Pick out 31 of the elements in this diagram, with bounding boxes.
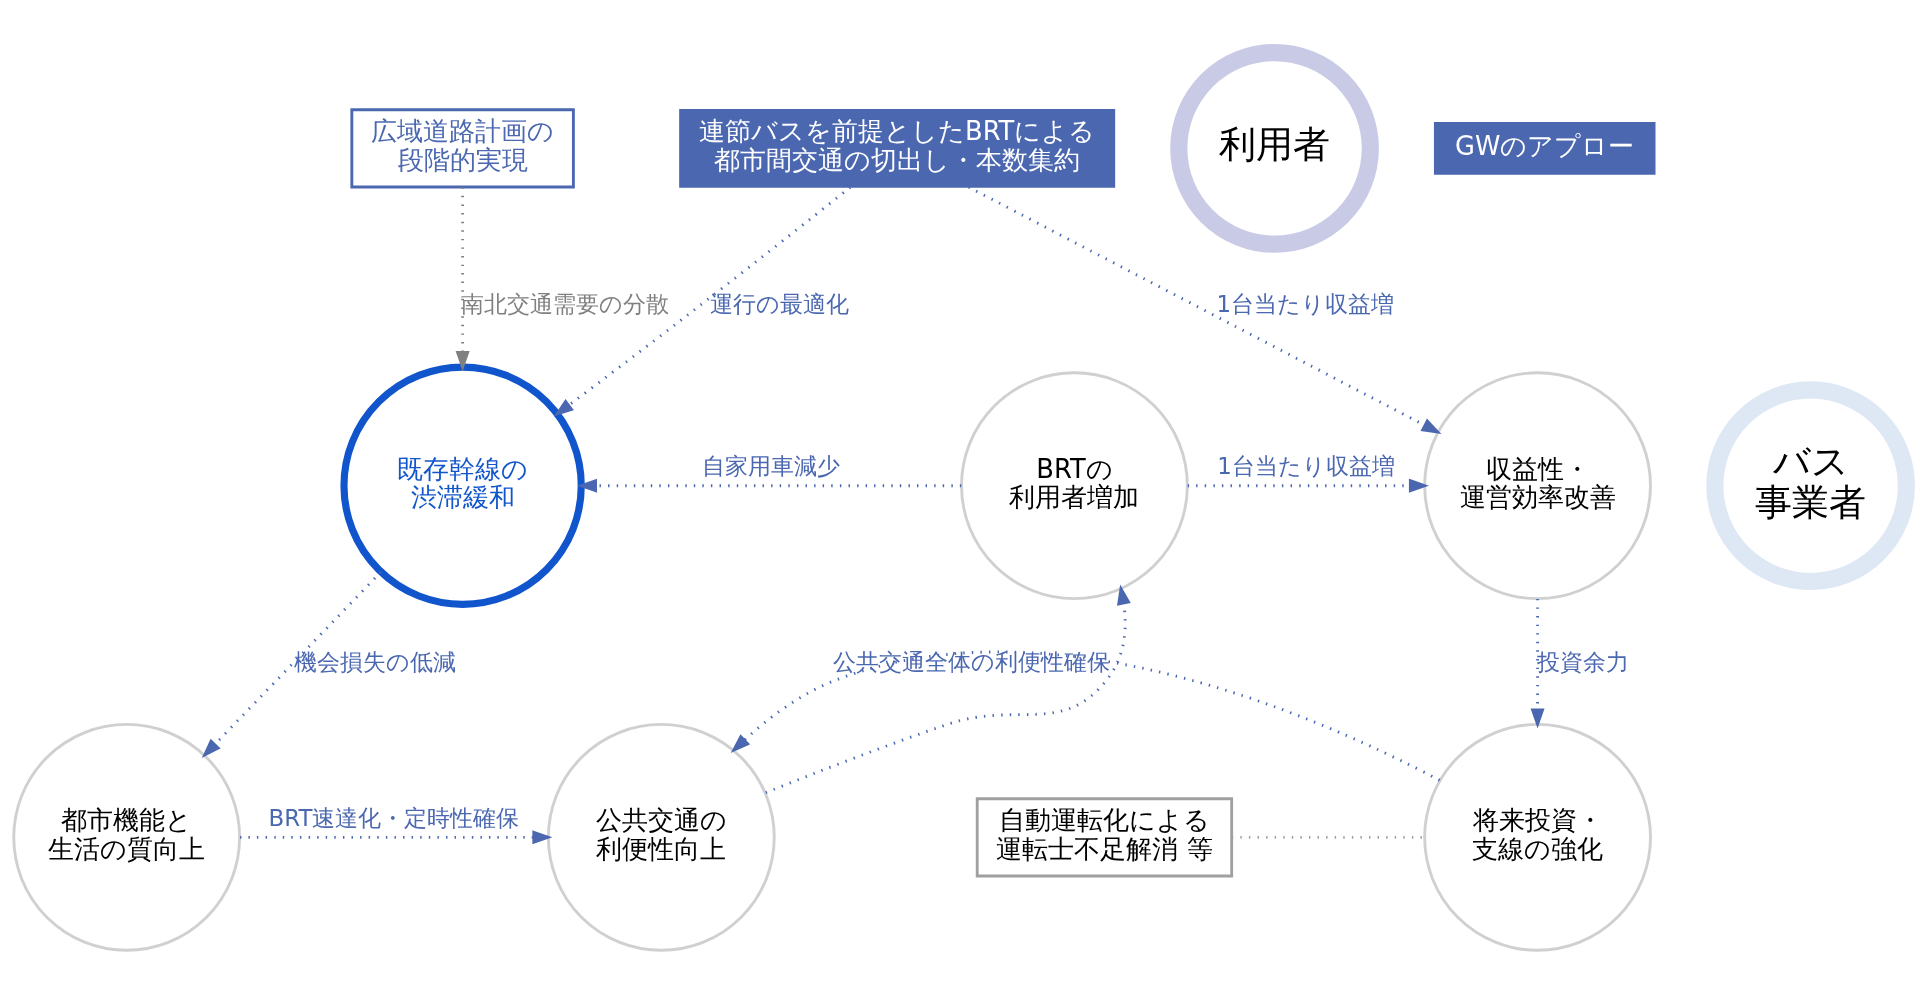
edge-label: 1台当たり収益増 — [1217, 452, 1395, 479]
edge-label: 自家用車減少 — [702, 452, 841, 479]
edge-label: 機会損失の低減 — [294, 648, 457, 675]
node-circle: 利用者 — [1170, 44, 1379, 253]
node-circle: 将来投資・支線の強化 — [1423, 723, 1652, 952]
label: GWのアプロー — [1455, 130, 1635, 161]
arrow — [1530, 598, 1545, 729]
arrow — [730, 650, 1441, 782]
arrow — [240, 830, 553, 845]
node-circle: 収益性・運営効率改善 — [1423, 371, 1652, 601]
node-circle: 公共交通の利便性向上 — [546, 723, 776, 952]
arrow — [201, 571, 382, 758]
node-circle: 既存幹線の渋滞緩和 — [340, 363, 585, 608]
arrow — [576, 478, 962, 493]
arrow — [553, 186, 852, 417]
edge-label: 公共交通全体の利便性確保 — [833, 648, 1111, 675]
arrow — [1187, 478, 1429, 493]
node-box: 広域道路計画の段階的実現 — [350, 108, 575, 189]
node-circle: 都市機能と生活の質向上 — [12, 723, 242, 952]
edge-label: 南北交通需要の分散 — [460, 291, 669, 318]
arrow — [765, 584, 1131, 794]
arrow — [968, 185, 1442, 435]
node-circle: BRTの利用者増加 — [960, 371, 1189, 601]
edge-label: 1台当たり収益増 — [1216, 291, 1395, 318]
edge-label: BRT速達化・定時性確保 — [268, 804, 520, 831]
edge-label: 投資余力 — [1537, 648, 1630, 675]
node-box: 連節バスを前提としたBRTによる都市間交通の切出し・本数集約 — [679, 109, 1116, 188]
edge-label: 運行の最適化 — [710, 291, 850, 318]
node-circle: バス事業者 — [1706, 381, 1915, 591]
arrow — [455, 187, 470, 372]
node-box: 自動運転化による運転士不足解消 等 — [975, 797, 1234, 878]
